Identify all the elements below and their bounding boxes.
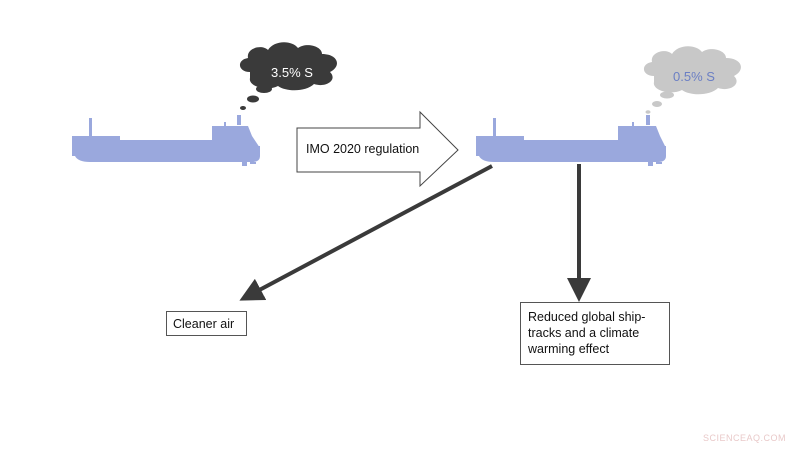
smoke-cloud-icon: 0.5% S — [643, 46, 741, 95]
outcome-cleaner-air: Cleaner air — [166, 311, 247, 336]
sulfur-after-label: 0.5% S — [673, 69, 715, 84]
smoke-cloud-icon: 3.5% S — [239, 42, 337, 91]
sulfur-before-label: 3.5% S — [271, 65, 313, 80]
ship-icon — [476, 115, 666, 166]
regulation-label: IMO 2020 regulation — [306, 142, 420, 156]
outcome-reduced-shiptracks: Reduced global ship-tracks and a climate… — [520, 302, 670, 365]
watermark: SCIENCEAQ.COM — [703, 433, 787, 443]
arrow-to-cleaner-air — [239, 164, 493, 301]
ship-icon — [72, 115, 260, 166]
block-arrow-icon — [296, 110, 459, 188]
smoke-puffs — [240, 85, 272, 110]
smoke-puffs — [645, 91, 674, 114]
